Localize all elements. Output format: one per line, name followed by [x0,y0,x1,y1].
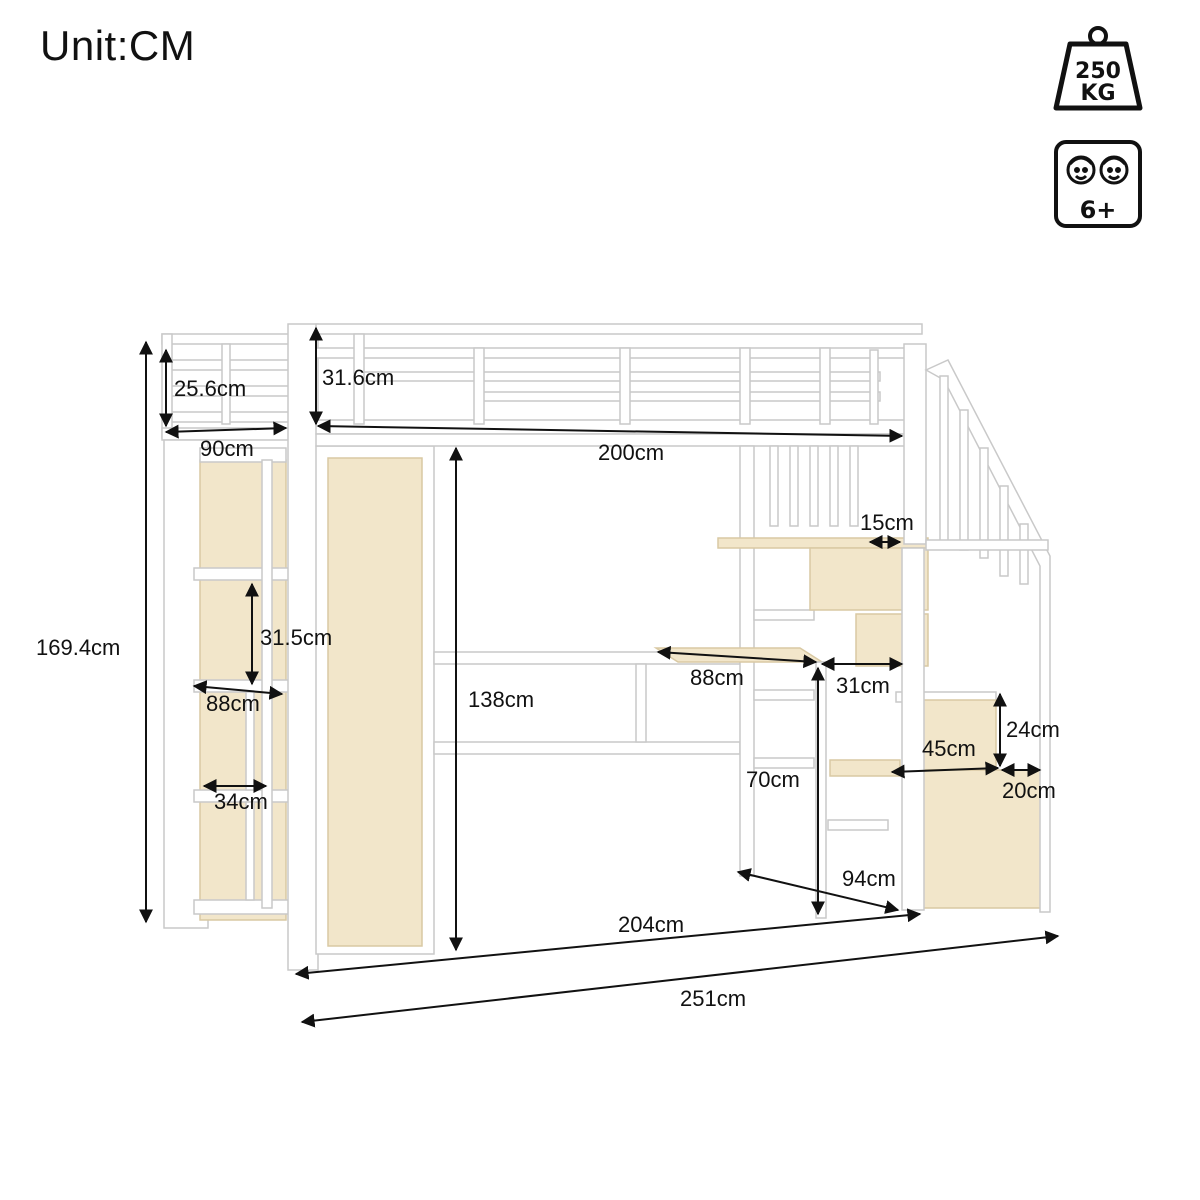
dim-bed-width-total: 204cm [618,912,684,937]
dim-guardrail-height: 31.6cm [322,365,394,390]
dim-step-width: 45cm [922,736,976,761]
dim-desk-depth: 94cm [842,866,896,891]
dimension-labels: 25.6cm 31.6cm 90cm 200cm 169.4cm 31.5cm … [36,365,1060,1011]
weight-icon [1053,26,1143,111]
dim-guardrail-left: 25.6cm [174,376,246,401]
dim-total-height: 169.4cm [36,635,120,660]
wardrobe [315,445,435,955]
weight-unit: KG [1080,81,1115,106]
dim-shelf-gap: 31.5cm [260,625,332,650]
dim-under-bed-height: 138cm [468,687,534,712]
age-label: 6+ [1080,196,1117,224]
stair-handrail [903,343,1051,913]
ladder [769,445,889,831]
dim-bed-length: 200cm [598,440,664,465]
dim-step-height: 24cm [1006,717,1060,742]
weight-badge: 250 KG [1053,26,1143,111]
dim-desk-width: 88cm [690,665,744,690]
dim-left-width: 90cm [200,436,254,461]
unit-title: Unit:CM [40,22,196,69]
dim-step-depth: 31cm [836,673,890,698]
dimension-lines [139,326,1060,1028]
dim-shelf-width: 88cm [206,691,260,716]
dim-step-offset: 20cm [1002,778,1056,803]
dim-shelf-depth: 34cm [214,789,268,814]
age-badge: 6+ [1054,140,1142,228]
dim-desk-height: 70cm [746,767,800,792]
dim-overall-length: 251cm [680,986,746,1011]
kids-age-icon [1066,155,1129,185]
left-bookcase [163,439,291,929]
dim-top-shelf-depth: 15cm [860,510,914,535]
weight-value: 250 [1075,59,1121,84]
